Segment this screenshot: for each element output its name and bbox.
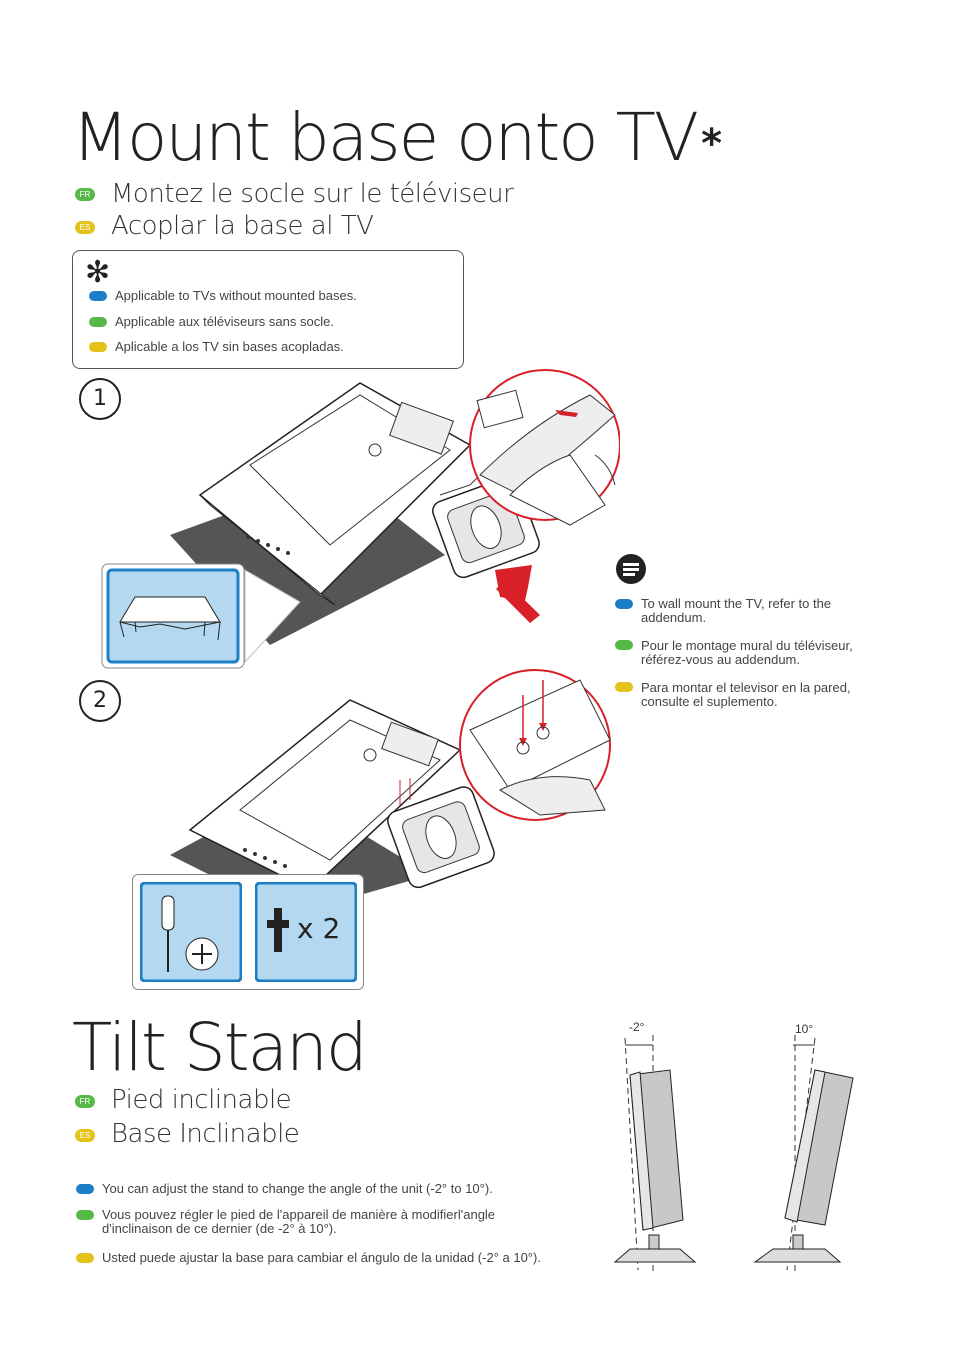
- screw-count: x 2: [297, 912, 341, 945]
- note-fr: Pour le montage mural du téléviseur, réf…: [641, 638, 853, 667]
- fr-tag: FR: [75, 188, 95, 201]
- es-tag: ES: [75, 221, 95, 234]
- asterisk: *: [701, 121, 722, 167]
- tilt-left-diagram: [613, 1035, 697, 1275]
- asterisk-icon: ✻: [85, 255, 111, 290]
- yellow-dot: [89, 342, 107, 352]
- note-blue-dot: [615, 599, 633, 609]
- tablecloth-icon: [101, 563, 301, 669]
- tilt-es-subtitle: Base Inclinable: [111, 1119, 300, 1149]
- tilt-es-tag: ES: [75, 1129, 95, 1142]
- es-subtitle: Acoplar la base al TV: [111, 211, 374, 241]
- tilt-es: Usted puede ajustar la base para cambiar…: [102, 1250, 541, 1265]
- tilt-fr-tag: FR: [75, 1095, 95, 1108]
- note-yellow-dot: [615, 682, 633, 692]
- tilt-title: Tilt Stand: [72, 1009, 368, 1086]
- tilt-en: You can adjust the stand to change the a…: [102, 1181, 493, 1196]
- tilt-green-dot: [76, 1210, 94, 1220]
- tilt-fr-subtitle: Pied inclinable: [111, 1085, 292, 1115]
- note-en: To wall mount the TV, refer to the adden…: [641, 596, 832, 625]
- note-green-dot: [615, 640, 633, 650]
- screwdriver-icon: [140, 882, 242, 982]
- applicable-box: ✻ Applicable to TVs without mounted base…: [72, 250, 464, 369]
- applicable-es: Aplicable a los TV sin bases acopladas.: [115, 339, 344, 354]
- screw-icon: [255, 882, 357, 982]
- step-2-illustration: [170, 669, 611, 915]
- green-dot: [89, 317, 107, 327]
- note-icon: [616, 554, 646, 584]
- tilt-fr: Vous pouvez régler le pied de l'appareil…: [102, 1207, 496, 1236]
- applicable-en: Applicable to TVs without mounted bases.: [115, 288, 357, 303]
- angle-right-label: 10°: [795, 1022, 814, 1036]
- mount-title: Mount base onto TV*: [72, 99, 722, 176]
- applicable-fr: Applicable aux téléviseurs sans socle.: [115, 314, 334, 329]
- angle-left-label: -2°: [629, 1020, 645, 1034]
- step-1-badge: 1: [79, 378, 121, 420]
- tilt-right-diagram: [753, 1035, 854, 1275]
- fr-subtitle: Montez le socle sur le téléviseur: [111, 179, 514, 209]
- step-2-badge: 2: [79, 680, 121, 722]
- note-es: Para montar el televisor en la pared, co…: [641, 680, 851, 709]
- tilt-blue-dot: [76, 1184, 94, 1194]
- blue-dot: [89, 291, 107, 301]
- tilt-yellow-dot: [76, 1253, 94, 1263]
